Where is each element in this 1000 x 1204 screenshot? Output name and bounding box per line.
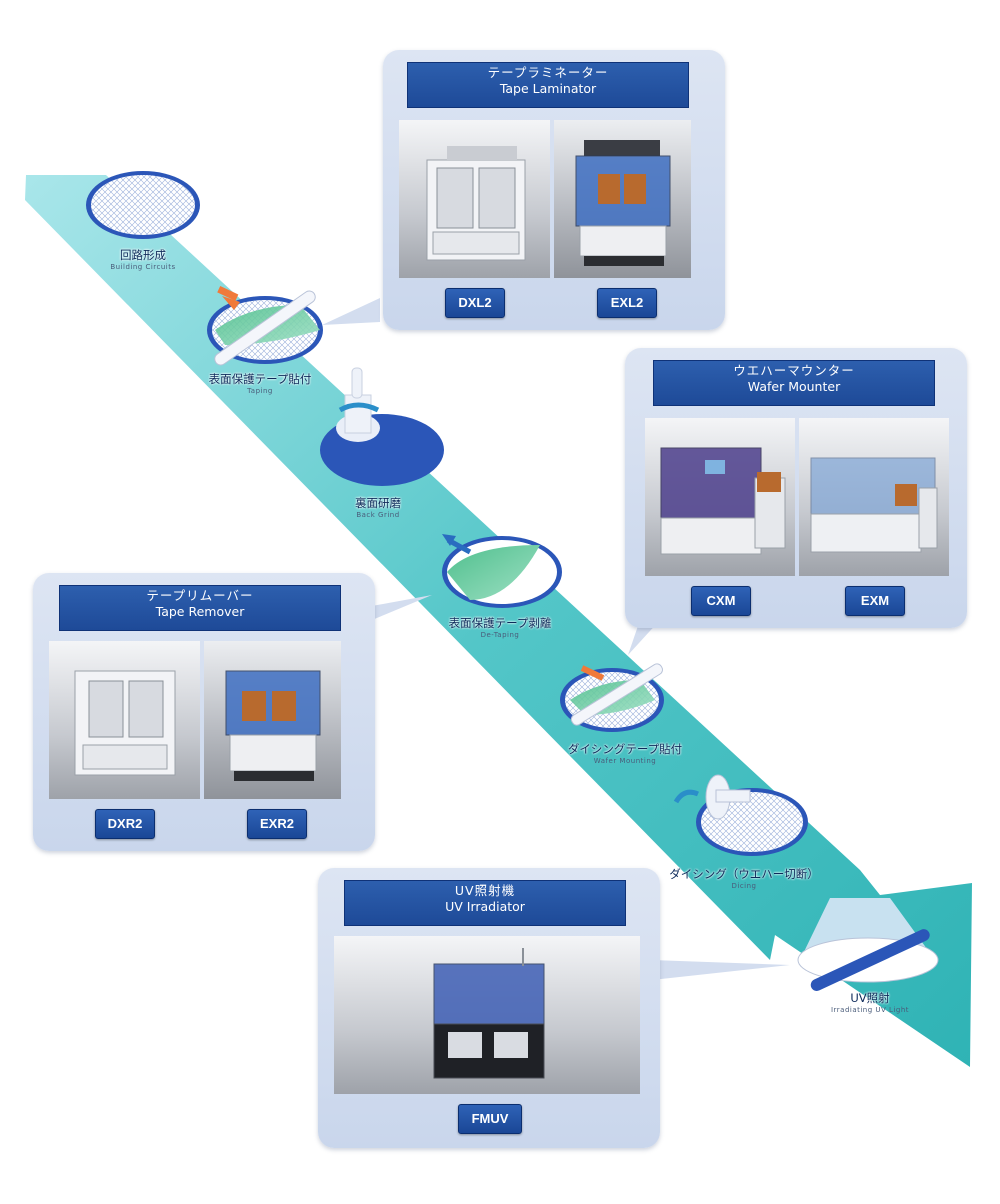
machine-photo-exm	[799, 418, 949, 576]
machine-photo-cxm	[645, 418, 795, 576]
model-button-exm[interactable]: EXM	[845, 586, 905, 616]
machine-illustration	[426, 146, 526, 261]
machine-photo-exr2	[204, 641, 341, 799]
panel-title-en: Wafer Mounter	[747, 379, 841, 394]
detaping-icon	[442, 534, 562, 608]
panel-title-jp: テープリムーバー	[146, 588, 254, 603]
panel-title-en: Tape Laminator	[499, 81, 597, 96]
panel-title-en: UV Irradiator	[445, 899, 525, 914]
callout-pointer	[372, 595, 432, 620]
panel-tape-laminator: テープラミネーター Tape Laminator DXL2 EXL2	[383, 50, 725, 330]
panel-uv-irradiator: UV照射機 UV Irradiator FMUV	[318, 868, 660, 1148]
model-button-exr2[interactable]: EXR2	[247, 809, 307, 839]
panel-title-jp: UV照射機	[454, 883, 516, 898]
machine-photo-fmuv	[334, 936, 640, 1094]
panel-title: テープリムーバー Tape Remover	[59, 585, 341, 631]
taping-roller-icon	[207, 286, 323, 366]
panel-tape-remover: テープリムーバー Tape Remover DXR2 EXR2	[33, 573, 375, 851]
machine-photo-dxr2	[49, 641, 200, 799]
panel-title: UV照射機 UV Irradiator	[344, 880, 626, 926]
callout-pointer	[322, 298, 380, 325]
panel-wafer-mounter: ウエハーマウンター Wafer Mounter CXM EXM	[625, 348, 967, 628]
machine-illustration	[74, 670, 176, 776]
panel-title-jp: テープラミネーター	[487, 65, 609, 80]
model-button-fmuv[interactable]: FMUV	[458, 1104, 522, 1134]
model-button-dxl2[interactable]: DXL2	[445, 288, 505, 318]
machine-illustration	[810, 457, 938, 553]
circuit-wafer-icon	[86, 171, 200, 239]
panel-title-en: Tape Remover	[155, 604, 245, 619]
machine-photo-exl2	[554, 120, 691, 278]
model-button-dxr2[interactable]: DXR2	[95, 809, 155, 839]
panel-title: テープラミネーター Tape Laminator	[407, 62, 689, 108]
machine-illustration	[660, 447, 786, 555]
panel-title: ウエハーマウンター Wafer Mounter	[653, 360, 935, 406]
callout-pointer	[628, 620, 660, 655]
model-button-exl2[interactable]: EXL2	[597, 288, 657, 318]
machine-photo-dxl2	[399, 120, 550, 278]
mounting-roller-icon	[560, 663, 664, 732]
callout-pointer	[652, 960, 790, 980]
uv-lamp-icon	[797, 898, 939, 991]
machine-illustration	[225, 670, 321, 781]
machine-illustration	[575, 140, 671, 266]
machine-illustration	[433, 948, 545, 1079]
model-button-cxm[interactable]: CXM	[691, 586, 751, 616]
grinder-icon	[320, 367, 444, 486]
dicing-blade-icon	[673, 774, 808, 856]
panel-title-jp: ウエハーマウンター	[733, 363, 855, 378]
